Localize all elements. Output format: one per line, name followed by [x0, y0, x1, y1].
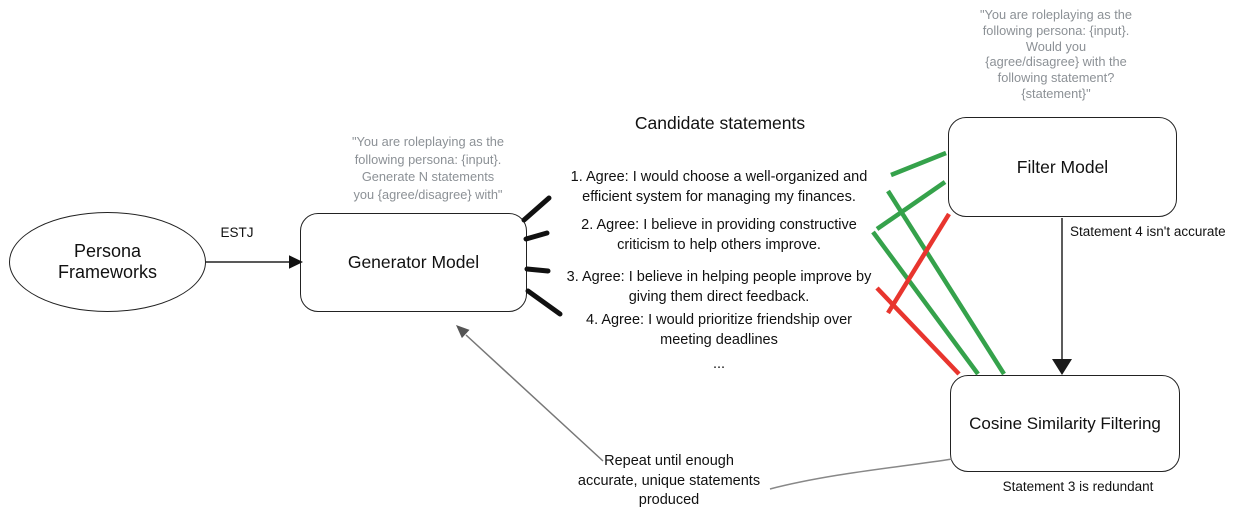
candidate-statement-2: 2. Agree: I believe in providing constru…	[581, 217, 857, 253]
persona-frameworks-label: Persona Frameworks	[57, 241, 157, 282]
cosine-to-note-connector	[769, 458, 953, 490]
persona-frameworks-node: Persona Frameworks	[9, 212, 206, 312]
candidate-statement-4: 4. Agree: I would prioritize friendship …	[586, 312, 852, 348]
line-stmt1-to-cosine	[886, 189, 1006, 376]
repeat-arrowhead-icon	[456, 325, 470, 339]
generator-model-label: Generator Model	[347, 252, 480, 272]
line-stmt4-filter-rejected	[886, 212, 951, 315]
filter-to-cosine-arrowhead-icon	[1052, 359, 1072, 375]
candidate-statement-3: 3. Agree: I believe in helping people im…	[566, 269, 872, 305]
cosine-filtering-label: Cosine Similarity Filtering	[969, 414, 1161, 433]
candidate-statements-ellipsis: ...	[712, 356, 726, 372]
cosine-rejection-note: Statement 3 is redundant	[1002, 479, 1154, 494]
generator-prompt: "You are roleplaying as the following pe…	[351, 134, 505, 202]
cosine-filtering-node: Cosine Similarity Filtering	[950, 375, 1180, 472]
generator-model-node: Generator Model	[300, 213, 527, 312]
filter-model-label: Filter Model	[1016, 156, 1109, 177]
line-stmt1-to-filter	[890, 150, 947, 178]
filter-model-node: Filter Model	[948, 117, 1177, 217]
repeat-note: Repeat until enough accurate, unique sta…	[577, 453, 761, 508]
candidate-statements-heading: Candidate statements	[634, 113, 806, 133]
candidate-statement-1: 1. Agree: I would choose a well-organize…	[570, 169, 868, 205]
estj-arrow-label: ESTJ	[220, 225, 254, 240]
filter-rejection-note: Statement 4 isn't accurate	[1070, 224, 1226, 239]
filter-prompt: "You are roleplaying as the following pe…	[979, 7, 1133, 101]
